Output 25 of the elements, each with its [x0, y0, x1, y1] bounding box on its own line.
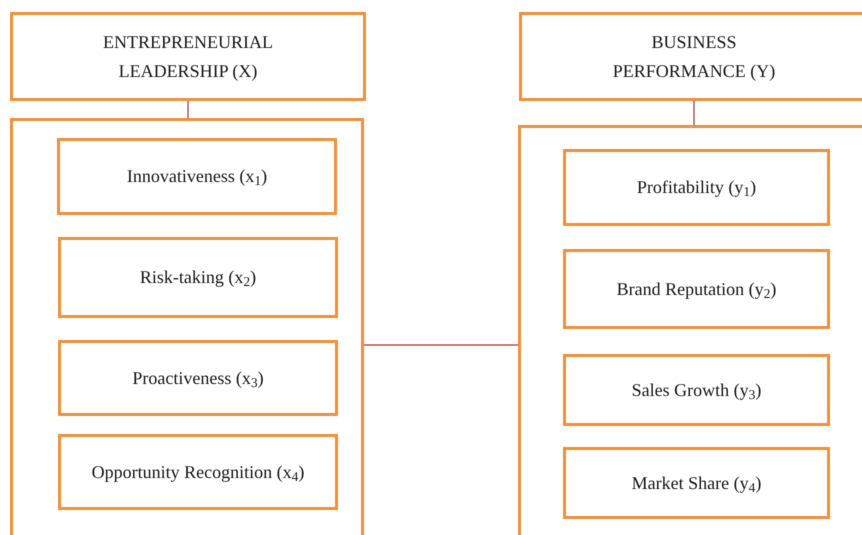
variable-box [57, 138, 337, 215]
connector-line [693, 101, 695, 125]
variable-label: Proactiveness (x$_{3}$) [132, 366, 264, 392]
connector-line [187, 101, 189, 118]
variable-label: Profitability (y$_{1}$) [636, 176, 756, 201]
header-text: BUSINESS PERFORMANCE (Y) [612, 30, 776, 83]
variable-label: Opportunity Recognition (x$_{4}$) [92, 460, 304, 486]
variable-box [563, 354, 830, 426]
variable-box [563, 249, 830, 329]
connector-line [364, 344, 518, 346]
group-box [10, 118, 364, 535]
variable-label: Innovativeness (x$_{1}$) [126, 165, 268, 190]
header-box [519, 12, 862, 101]
header-text: ENTREPRENEURIAL LEADERSHIP (X) [102, 30, 274, 83]
group-box [518, 125, 862, 535]
variable-label: Market Share (y$_{4}$) [632, 472, 762, 496]
variable-label: Brand Reputation (y$_{2}$) [616, 278, 776, 302]
variable-box [563, 447, 830, 519]
variable-box [58, 434, 338, 510]
header-box [10, 12, 366, 101]
variable-label: Sales Growth (y$_{3}$) [632, 378, 762, 404]
variable-box [58, 237, 338, 318]
variable-label: Risk-taking (x$_{2}$) [140, 266, 256, 291]
variable-box [58, 340, 338, 416]
variable-box [563, 149, 830, 226]
